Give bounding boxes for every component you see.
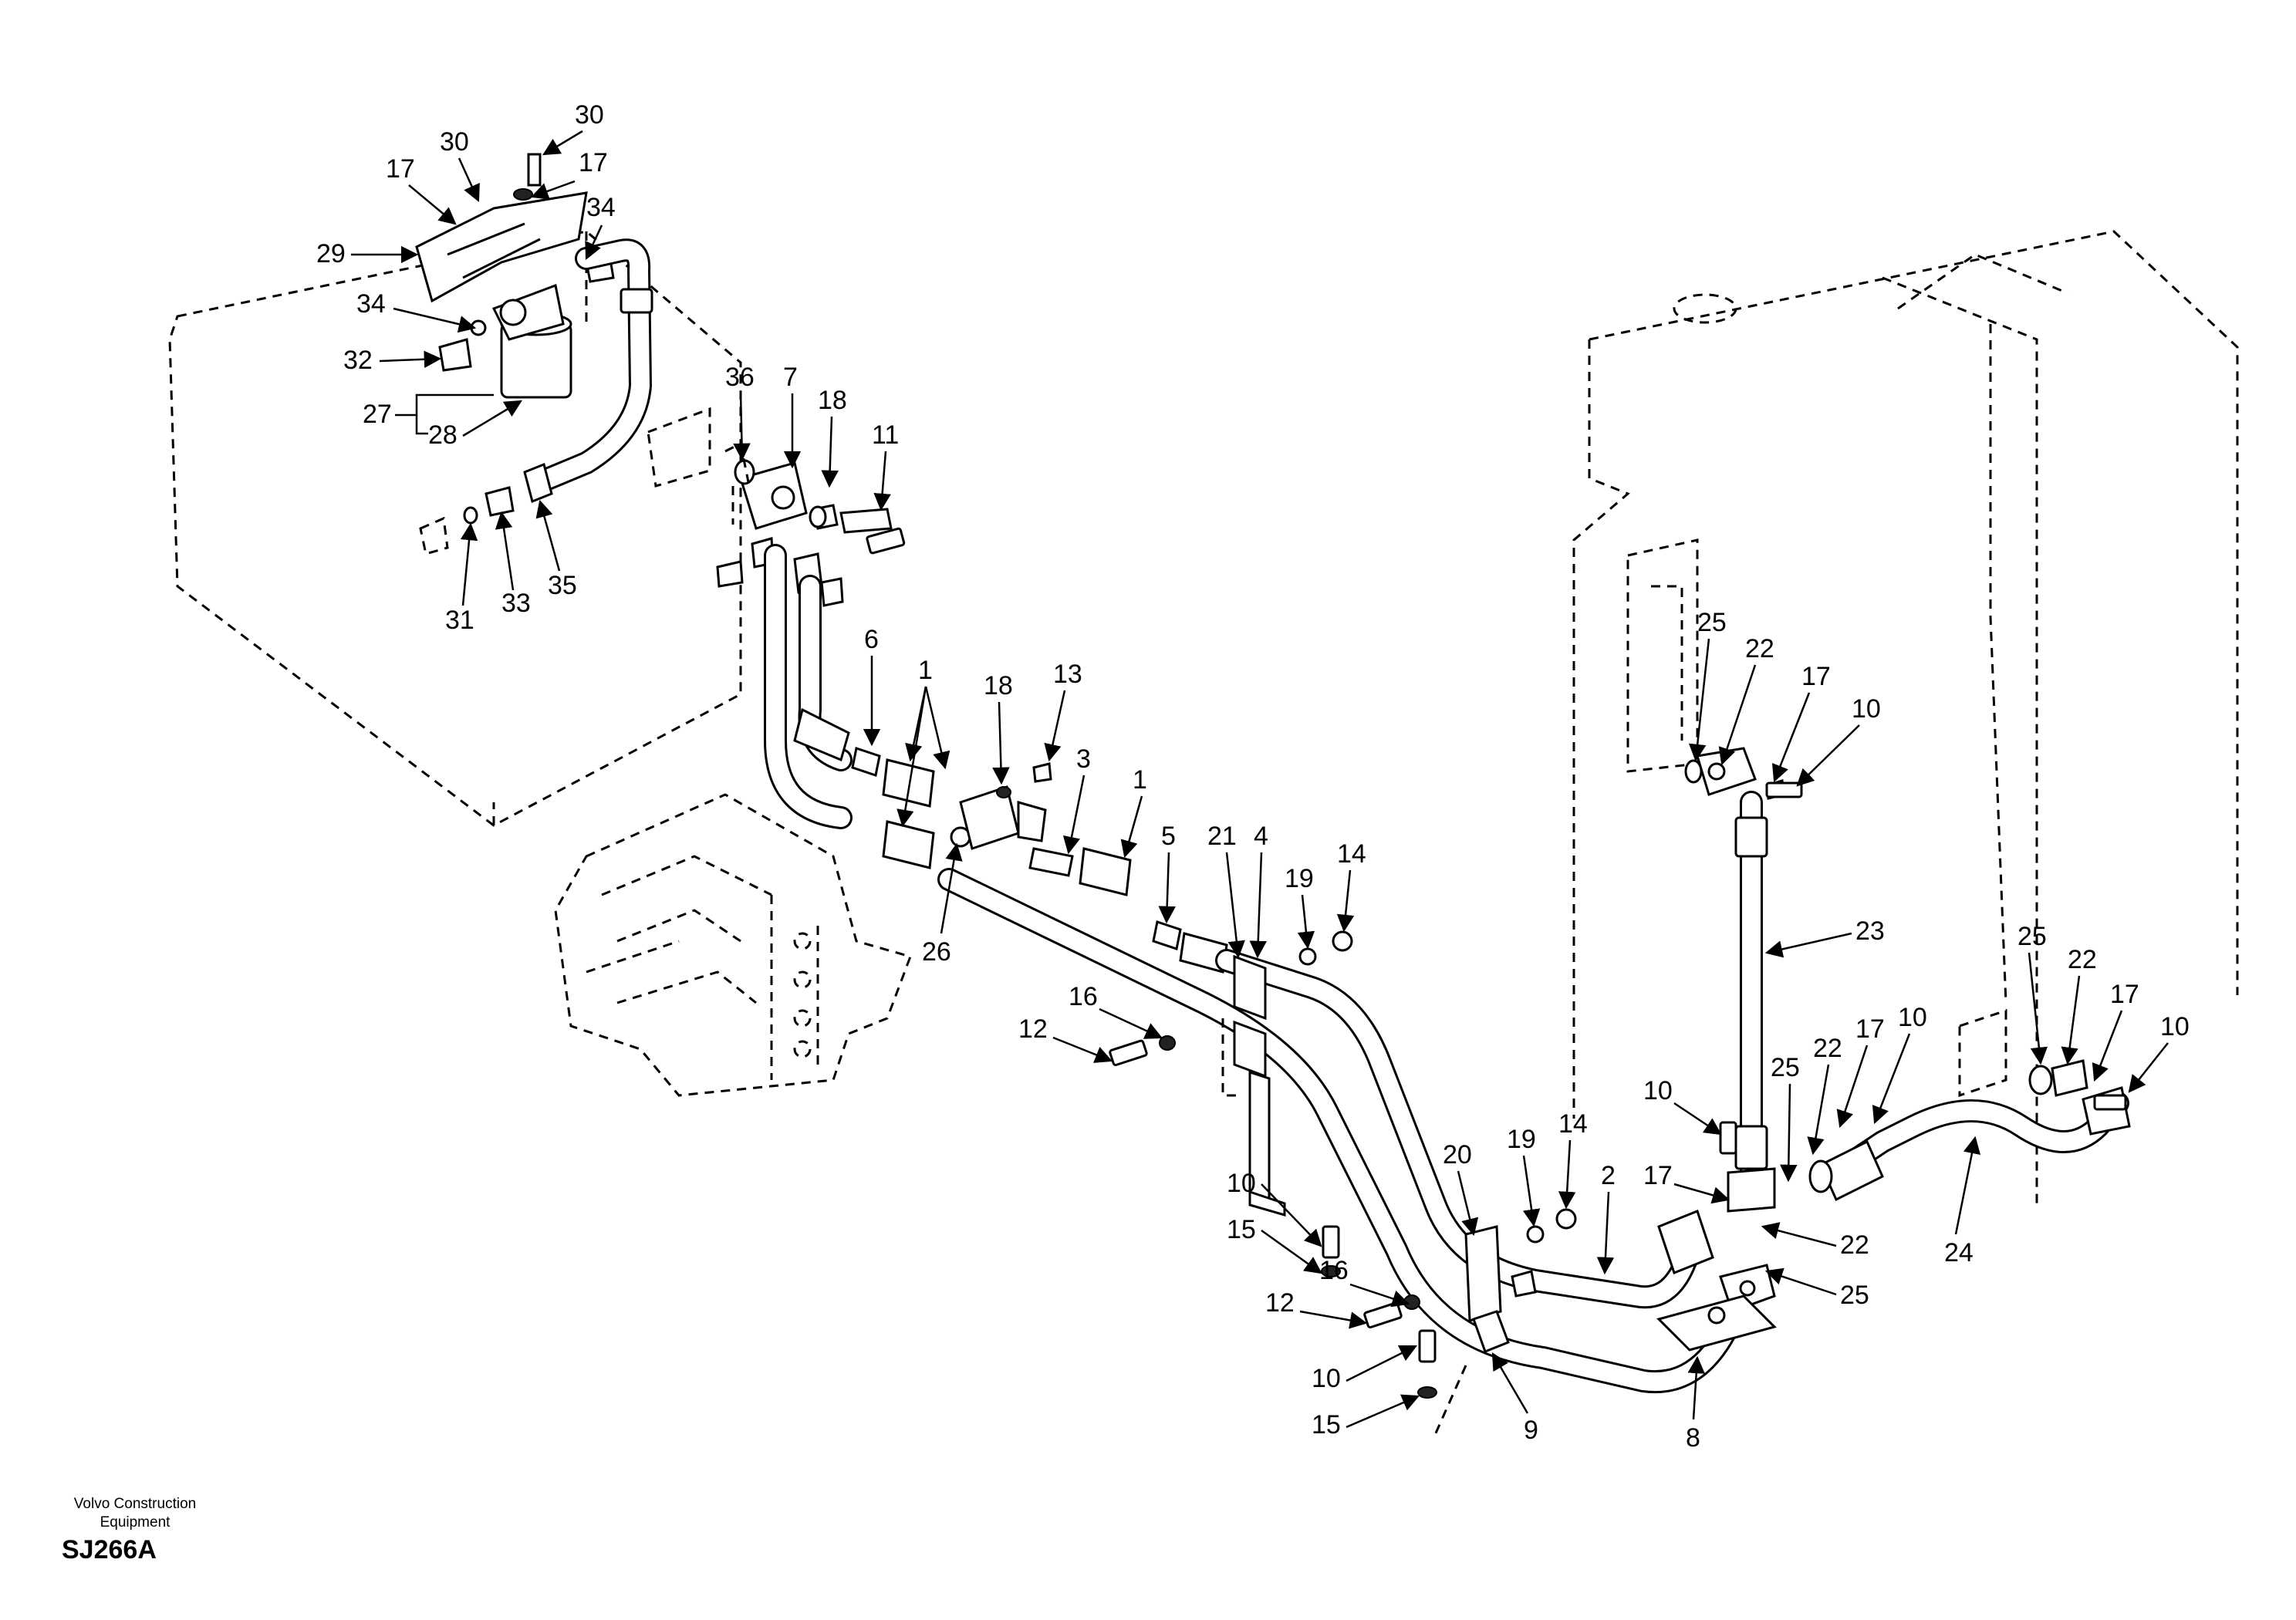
main-suction-pipes [937,868,1776,1394]
callout-1: 1 [1133,765,1147,795]
return-filter-assembly [415,153,615,399]
callout-22: 22 [2068,945,2097,974]
footer-company: Volvo Construction Equipment [46,1495,224,1532]
callout-28: 28 [428,420,458,450]
callout-25: 25 [1771,1053,1800,1082]
callout-8: 8 [1686,1423,1700,1453]
callout-5: 5 [1161,822,1176,851]
callout-10: 10 [1227,1169,1256,1198]
figure-code: SJ266A [62,1535,157,1564]
callout-12: 12 [1265,1288,1295,1318]
callout-18: 18 [984,671,1013,700]
callout-20: 20 [1443,1140,1472,1169]
callout-6: 6 [864,625,879,654]
callout-26: 26 [922,937,951,967]
callout-3: 3 [1076,744,1091,774]
callout-30: 30 [575,100,604,130]
callout-17: 17 [386,154,415,184]
callout-14: 14 [1558,1109,1588,1139]
callout-23: 23 [1855,916,1885,946]
callout-14: 14 [1337,839,1366,869]
callout-22: 22 [1813,1034,1842,1063]
callout-16: 16 [1319,1256,1349,1285]
callout-9: 9 [1524,1416,1538,1445]
callout-18: 18 [818,386,847,415]
callout-2: 2 [1601,1161,1616,1190]
hydraulic-tank-outline [168,230,742,827]
callout-16: 16 [1069,982,1098,1011]
callout-11: 11 [872,420,899,450]
callout-19: 19 [1507,1125,1536,1154]
callout-10: 10 [2160,1012,2190,1041]
callout-17: 17 [579,148,608,177]
callout-4: 4 [1254,822,1268,851]
callout-21: 21 [1207,822,1237,851]
callout-22: 22 [1745,634,1774,663]
callout-13: 13 [1053,660,1082,689]
callout-30: 30 [440,127,469,157]
callout-32: 32 [343,346,373,375]
callout-25: 25 [1697,608,1727,637]
callout-17: 17 [1801,662,1831,691]
footer-company-line2: Equipment [100,1514,171,1531]
oil-cooler-outline [1572,230,2239,1203]
callouts: 30 30 17 17 34 29 34 32 27 28 31 33 35 3… [316,100,2190,1453]
cooler-pipe-24 [1808,1059,2131,1202]
callout-12: 12 [1018,1014,1048,1044]
callout-35: 35 [548,571,577,600]
callout-33: 33 [501,589,531,618]
callout-22: 22 [1840,1230,1869,1260]
callout-34: 34 [586,193,616,222]
callout-10: 10 [1898,1003,1927,1032]
callout-10: 10 [1643,1076,1673,1105]
callout-25: 25 [1840,1281,1869,1310]
filter-return-hose [419,238,653,555]
callout-15: 15 [1227,1215,1256,1244]
callout-24: 24 [1944,1238,1974,1267]
callout-10: 10 [1852,694,1881,724]
callout-19: 19 [1285,864,1314,893]
callout-15: 15 [1312,1410,1341,1439]
callout-27: 27 [363,400,392,429]
pipe-clamps [1221,954,1777,1436]
callout-25: 25 [2017,922,2047,951]
footer-company-line1: Volvo Construction [73,1496,197,1512]
callout-17: 17 [1855,1014,1885,1044]
callout-7: 7 [783,363,798,392]
callout-29: 29 [316,239,346,268]
cooler-hose-23 [1684,747,1785,1213]
callout-10: 10 [1312,1364,1341,1393]
hose-couplings [793,707,1228,974]
callout-1: 1 [918,656,933,685]
callout-17: 17 [2110,980,2139,1009]
callout-36: 36 [725,363,755,392]
callout-31: 31 [445,606,474,635]
control-valve-outline [554,793,912,1097]
callout-17: 17 [1643,1161,1673,1190]
callout-34: 34 [356,289,386,319]
